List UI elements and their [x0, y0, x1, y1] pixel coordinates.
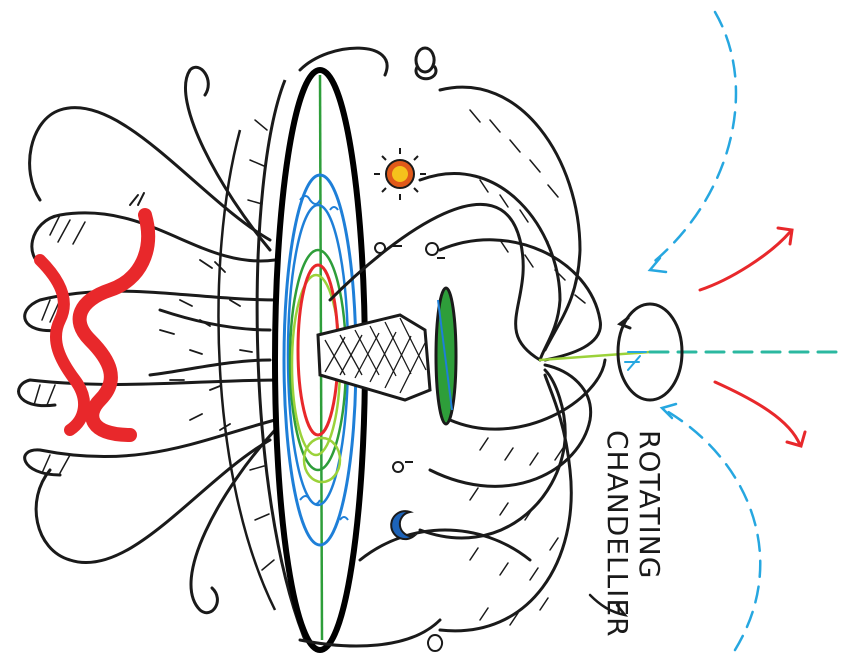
moon-crescent-icon — [390, 510, 418, 541]
label-line-1: ROTATING — [633, 430, 666, 579]
hanging-tube — [316, 286, 458, 426]
hanging-ornaments — [374, 46, 445, 652]
label-line-2: CHANDELLIER — [601, 430, 634, 638]
right-fronds — [247, 46, 607, 648]
rotation-arrow-icon — [616, 302, 684, 402]
rotating-chandelier-label: ROTATING CHANDELLIER — [601, 430, 666, 638]
sun-icon — [374, 148, 426, 200]
moon-crescent-icon — [414, 46, 438, 81]
rotation-indicators — [538, 10, 842, 652]
red-snake — [34, 192, 156, 442]
small-charms — [374, 242, 445, 652]
